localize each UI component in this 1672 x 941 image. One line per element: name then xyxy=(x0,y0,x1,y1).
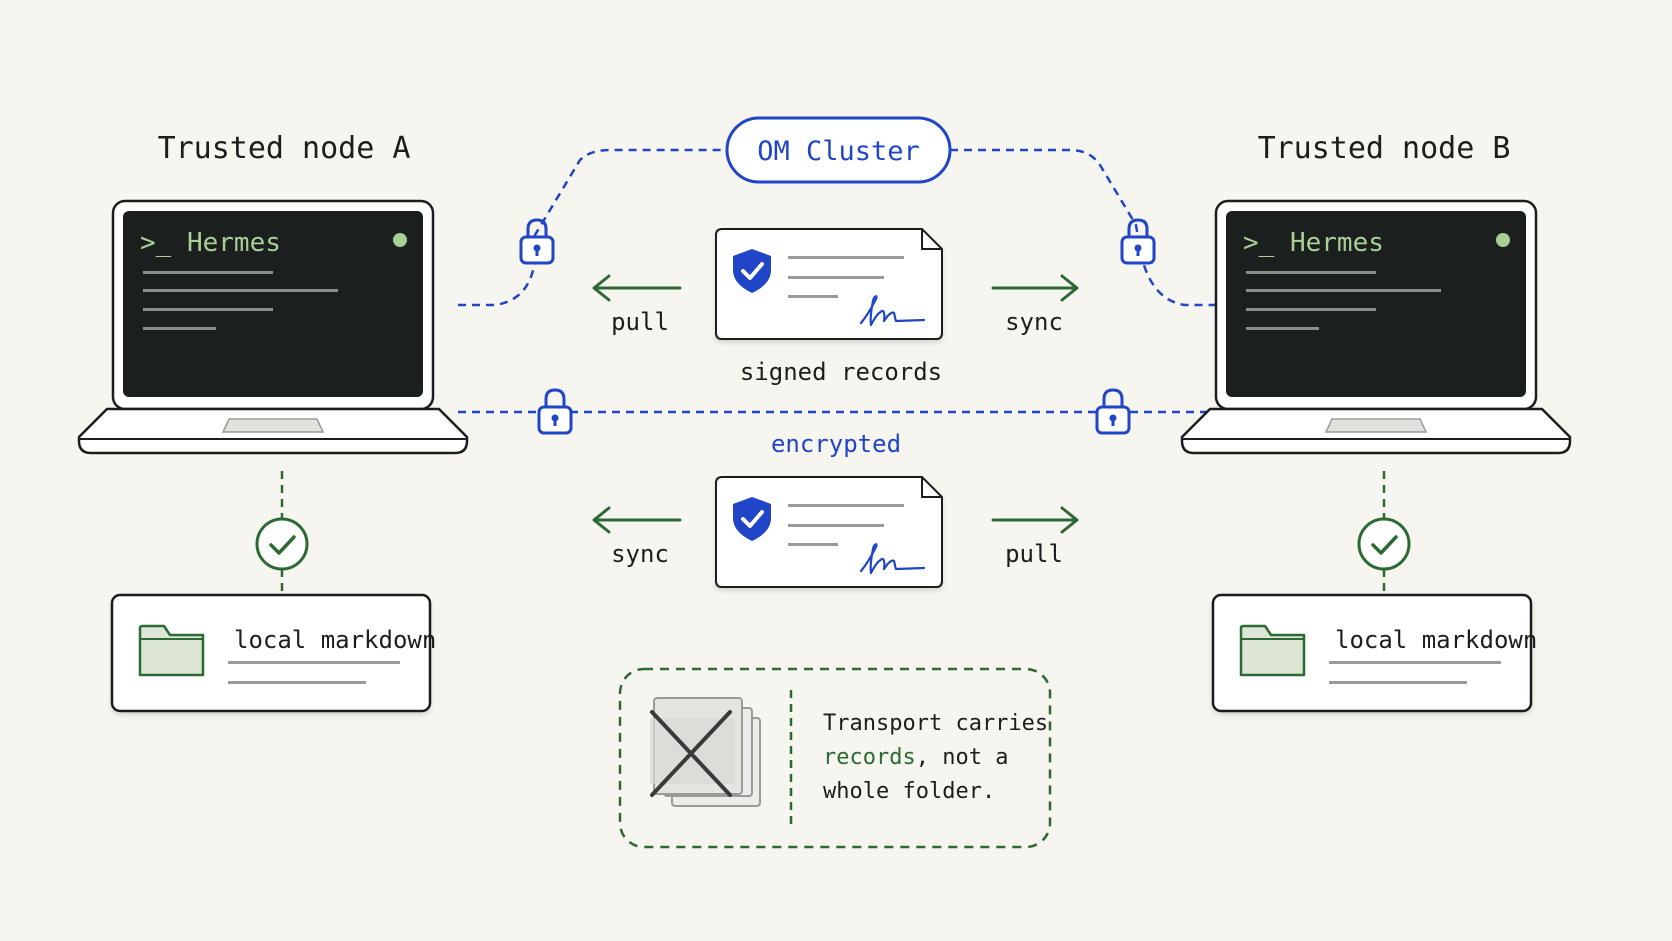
top-caption: signed records xyxy=(740,358,942,386)
crossed-documents-icon xyxy=(650,697,761,807)
node-b-folder-label: local markdown xyxy=(1335,626,1537,654)
padlock-icon xyxy=(1120,218,1156,265)
trusted-node-a: Trusted node A >_ Hermes local markdown xyxy=(51,131,469,711)
trusted-node-b: Trusted node B >_ Hermes local markdown xyxy=(1154,131,1572,711)
bottom-flow: sync pull xyxy=(592,477,1079,587)
signed-record-card xyxy=(716,229,942,339)
arrow-right-icon xyxy=(991,506,1079,534)
bottom-right-label: pull xyxy=(1005,540,1063,568)
padlock-icon xyxy=(1095,388,1131,435)
note-line-2-rest: , not a xyxy=(916,745,1009,770)
bottom-left-label: sync xyxy=(611,540,669,568)
top-flow: pull sync signed records xyxy=(592,229,1079,386)
note-line-2: records, not a xyxy=(823,745,1008,770)
note-highlight: records xyxy=(823,745,916,770)
note-line-1: Transport carries xyxy=(823,711,1048,736)
node-b-terminal: >_ Hermes xyxy=(1243,228,1384,258)
top-right-label: sync xyxy=(1005,308,1063,336)
node-a-terminal: >_ Hermes xyxy=(140,228,281,258)
note-line-3: whole folder. xyxy=(823,779,995,804)
node-a-folder-label: local markdown xyxy=(234,626,436,654)
transport-note: Transport carries records, not a whole f… xyxy=(618,667,1052,849)
check-circle-icon xyxy=(255,517,309,571)
arrow-left-icon xyxy=(592,506,682,534)
arrow-left-icon xyxy=(592,274,682,302)
encrypted-label: encrypted xyxy=(771,430,901,458)
padlock-icon xyxy=(537,388,573,435)
cluster-label: OM Cluster xyxy=(757,136,920,167)
top-left-label: pull xyxy=(611,308,669,336)
om-cluster: OM Cluster xyxy=(725,116,952,184)
node-a-title: Trusted node A xyxy=(158,131,411,166)
signed-record-card xyxy=(716,477,942,587)
padlock-icon xyxy=(519,218,555,265)
node-b-title: Trusted node B xyxy=(1258,131,1511,166)
check-circle-icon xyxy=(1357,517,1411,571)
arrow-right-icon xyxy=(991,274,1079,302)
